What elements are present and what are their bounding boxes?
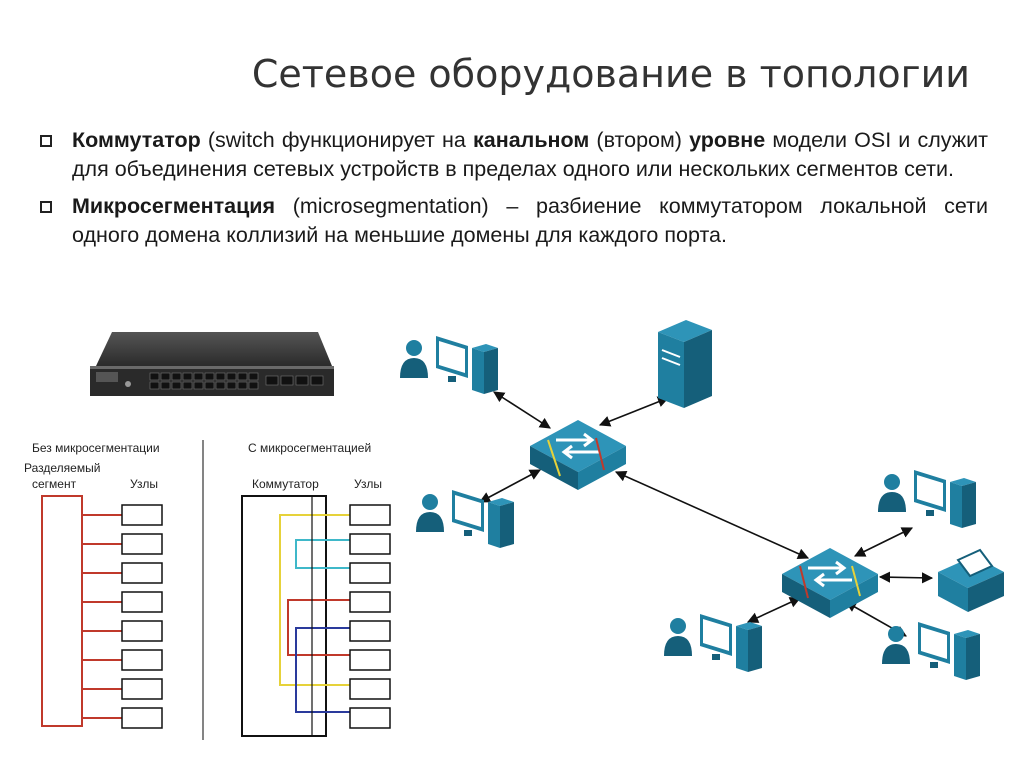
- bullet-text: модели OSI и служит для объединения сете…: [72, 128, 988, 181]
- term-switch: Коммутатор: [72, 128, 201, 152]
- network-switch-icon-1: [530, 420, 626, 490]
- page-title: Сетевое оборудование в топологии: [251, 52, 970, 96]
- with-micro-title: С микросегментацией: [248, 441, 371, 455]
- bullet-list: Коммутатор (switch функционирует на кана…: [40, 126, 988, 258]
- network-switch-icon-2: [782, 548, 878, 618]
- node-box: [349, 678, 391, 700]
- nodes-label-right: Узлы: [354, 477, 382, 491]
- bold-text: канальном: [473, 128, 590, 152]
- micro-connections: [279, 496, 350, 736]
- printer-icon: [938, 548, 1004, 612]
- left-nodes: [82, 504, 163, 729]
- node-box: [349, 504, 391, 526]
- shared-segment-label-2: сегмент: [32, 477, 77, 491]
- no-micro-title: Без микросегментации: [32, 441, 160, 455]
- node-box: [121, 562, 163, 584]
- bullet-switch: Коммутатор (switch функционирует на кана…: [40, 126, 988, 184]
- node-box: [349, 707, 391, 729]
- node-box: [121, 649, 163, 671]
- node-box: [121, 504, 163, 526]
- workstation-icon: [882, 622, 980, 680]
- node-box: [349, 562, 391, 584]
- node-box: [121, 707, 163, 729]
- workstations: [400, 336, 980, 680]
- bullet-text: (microsegmentation) – разбиение коммутат…: [72, 194, 988, 247]
- checkbox-bullet-icon: [40, 201, 52, 213]
- node-box: [121, 591, 163, 613]
- workstation-icon: [878, 470, 976, 528]
- bullet-text: (switch функционирует на: [200, 128, 473, 152]
- node-box: [349, 533, 391, 555]
- workstation-icon: [416, 490, 514, 548]
- nodes-label-left: Узлы: [130, 477, 158, 491]
- right-nodes: [349, 504, 391, 729]
- node-box: [121, 533, 163, 555]
- node-box: [349, 620, 391, 642]
- bullet-microsegmentation: Микросегментация (microsegmentation) – р…: [40, 192, 988, 250]
- switch-label: Коммутатор: [252, 477, 319, 491]
- shared-segment-label: Разделяемый: [24, 461, 100, 475]
- bullet-text: (втором): [589, 128, 690, 152]
- node-box: [121, 620, 163, 642]
- switch-box: [241, 495, 327, 737]
- hardware-switch-image: [90, 332, 334, 396]
- workstation-icon: [400, 336, 498, 394]
- shared-segment-box: [41, 495, 83, 727]
- node-box: [121, 678, 163, 700]
- workstation-icon: [664, 614, 762, 672]
- server-icon: [658, 320, 712, 408]
- checkbox-bullet-icon: [40, 135, 52, 147]
- term-microsegmentation: Микросегментация: [72, 194, 276, 218]
- node-box: [349, 649, 391, 671]
- bold-text: уровне: [689, 128, 766, 152]
- node-box: [349, 591, 391, 613]
